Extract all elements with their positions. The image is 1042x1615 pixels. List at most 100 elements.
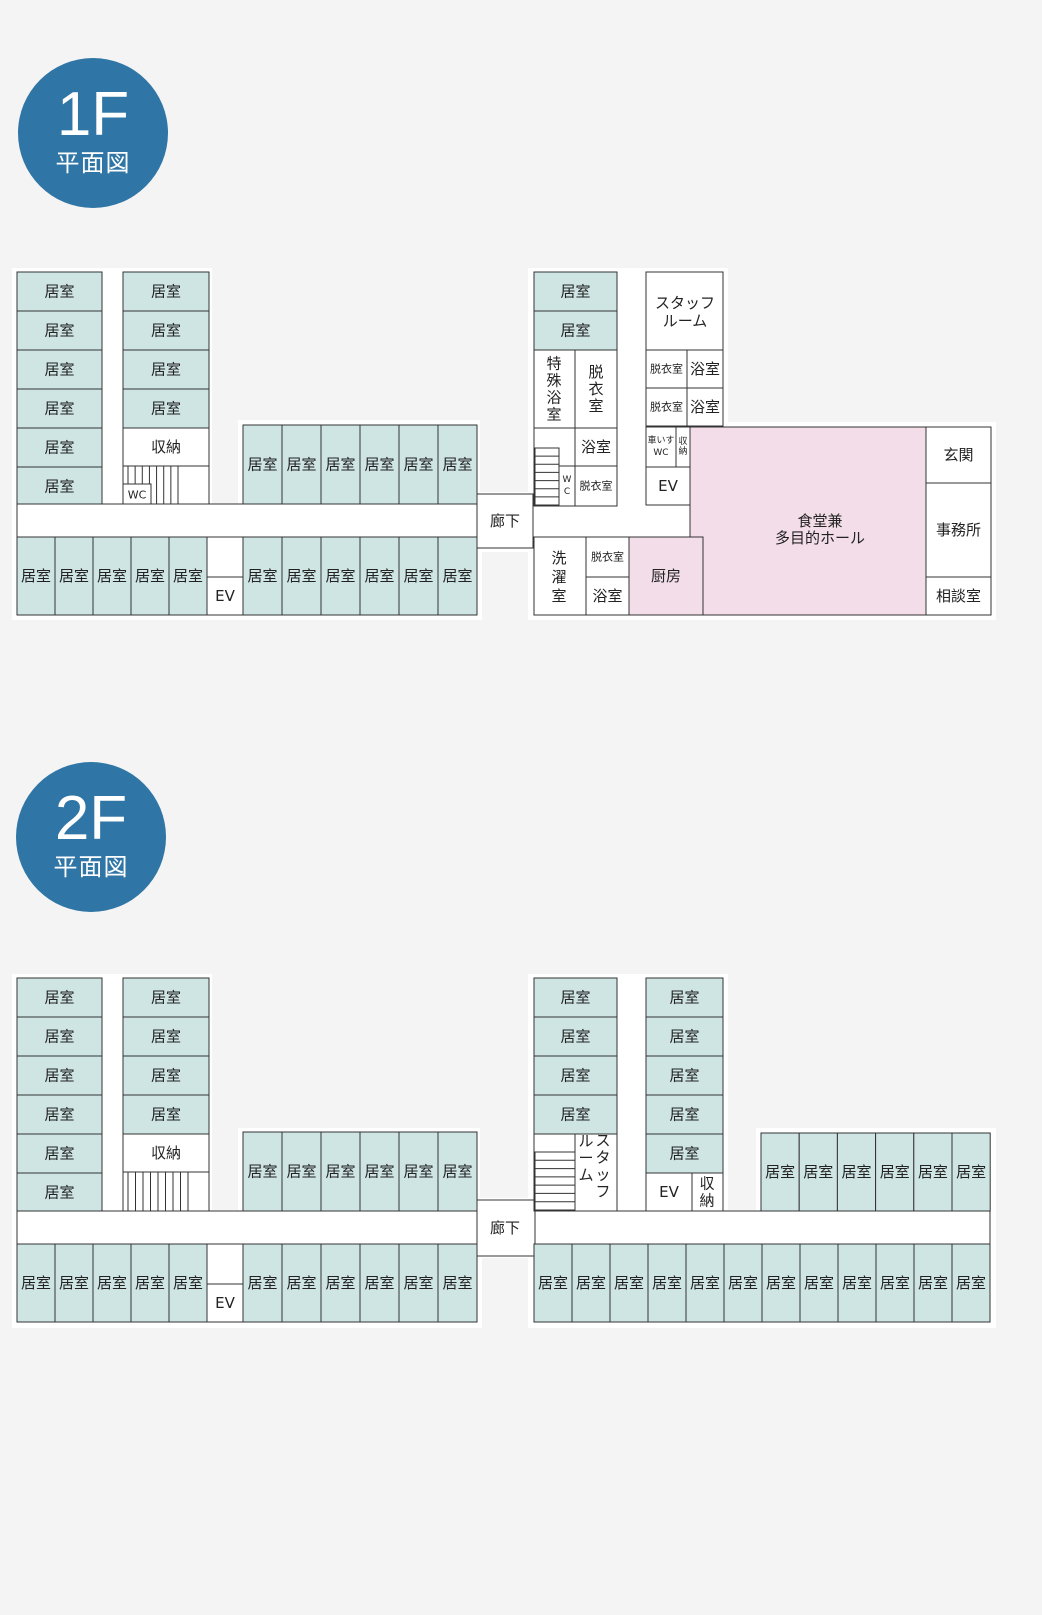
- room-label: 居室: [151, 1106, 181, 1124]
- room-unit: [320, 1243, 361, 1323]
- room-unit: [281, 424, 322, 505]
- room-unit: [533, 1243, 573, 1323]
- wc-room: [558, 465, 576, 507]
- room-label-char: 脱: [588, 363, 603, 381]
- stairs-icon: [534, 447, 560, 506]
- room-label: 居室: [364, 1274, 394, 1292]
- room-label: 居室: [956, 1163, 986, 1181]
- room-label: 居室: [364, 567, 394, 585]
- wheelchair-wc-label: WC: [653, 448, 668, 458]
- room-label-char: 室: [551, 587, 566, 605]
- room-unit: [281, 1131, 322, 1212]
- room-label: 居室: [21, 1274, 51, 1292]
- room-label: 居室: [44, 322, 74, 340]
- staff-room: [645, 271, 724, 351]
- room-unit: [533, 1094, 618, 1135]
- room-unit: [645, 1016, 724, 1057]
- room-label: 居室: [59, 1274, 89, 1292]
- room-unit: [242, 1131, 283, 1212]
- room-unit: [130, 1243, 170, 1323]
- room-label: 居室: [728, 1274, 758, 1292]
- room-label: 居室: [135, 1274, 165, 1292]
- room-label: 居室: [804, 1274, 834, 1292]
- room-label: 居室: [403, 1163, 433, 1181]
- floor-plan-label: 平面図: [55, 149, 131, 177]
- room-label: 居室: [286, 1163, 316, 1181]
- bath-room: [686, 387, 724, 427]
- consultation-room: [925, 576, 992, 616]
- room-label: 居室: [560, 1067, 590, 1085]
- kitchen: [628, 536, 704, 616]
- room-unit: [799, 1243, 839, 1323]
- floor-badge-2f: 2F 平面図: [16, 762, 166, 912]
- corridor-bridge: [476, 1199, 536, 1257]
- room-unit: [571, 1243, 611, 1323]
- room-label-char: タ: [595, 1149, 610, 1167]
- bath-room: [686, 349, 724, 389]
- room-label: 居室: [652, 1274, 682, 1292]
- room-label: EV: [215, 587, 235, 605]
- room-unit: [685, 1243, 725, 1323]
- room-label: 居室: [364, 456, 394, 474]
- room-label: 居室: [173, 567, 203, 585]
- room-label-char: 収: [699, 1175, 714, 1193]
- room-label: 居室: [247, 1163, 277, 1181]
- room-unit: [645, 1133, 724, 1174]
- room-label: 居室: [135, 567, 165, 585]
- room-unit: [837, 1243, 877, 1323]
- corridor: [16, 503, 478, 538]
- room-label: 居室: [918, 1163, 948, 1181]
- room-label: 居室: [880, 1274, 910, 1292]
- staff-room: [574, 1133, 618, 1212]
- room-unit: [437, 1131, 478, 1212]
- room-unit: [242, 1243, 283, 1323]
- room-label: 居室: [442, 567, 472, 585]
- room-unit: [16, 349, 103, 390]
- room-label: 居室: [560, 1106, 590, 1124]
- laundry-room: [533, 536, 587, 616]
- room-label: 居室: [44, 361, 74, 379]
- room-label: 居室: [766, 1274, 796, 1292]
- room-label: 居室: [403, 567, 433, 585]
- room-unit: [875, 1243, 915, 1323]
- dining-hall-label: 食堂兼: [797, 512, 842, 530]
- floor-plan-label: 平面図: [53, 853, 129, 881]
- room-label: 厨房: [651, 567, 681, 585]
- room-label: 居室: [325, 1274, 355, 1292]
- room-unit: [645, 1055, 724, 1096]
- room-label: 脱衣室: [591, 550, 624, 564]
- room-unit: [122, 349, 210, 390]
- room-unit: [281, 536, 322, 616]
- room-unit: [951, 1243, 991, 1323]
- room-label: 居室: [151, 989, 181, 1007]
- room-unit: [533, 271, 618, 312]
- room-label: 居室: [956, 1274, 986, 1292]
- room-label-char: 室: [546, 406, 561, 424]
- room-label: 居室: [44, 989, 74, 1007]
- staff-room-label: スタッフ: [655, 294, 715, 312]
- room-unit: [437, 1243, 478, 1323]
- floor-badge-1f: 1F 平面図: [18, 58, 168, 208]
- room-label: 居室: [669, 1145, 699, 1163]
- room-label: 居室: [44, 1106, 74, 1124]
- room-unit: [130, 536, 170, 616]
- room-label: 居室: [442, 1163, 472, 1181]
- room-label-char: ッ: [595, 1166, 610, 1184]
- room-unit: [951, 1132, 991, 1212]
- room-label: 居室: [765, 1163, 795, 1181]
- room-label: 居室: [173, 1274, 203, 1292]
- wheelchair-wc: [645, 426, 677, 468]
- room-label: 脱衣室: [650, 362, 683, 376]
- room-unit: [647, 1243, 687, 1323]
- room-label: EV: [659, 1183, 679, 1201]
- room-unit: [609, 1243, 649, 1323]
- room-unit: [122, 388, 210, 429]
- room-unit: [320, 424, 361, 505]
- room-label: 居室: [247, 1274, 277, 1292]
- room-unit: [320, 1131, 361, 1212]
- room-unit: [122, 977, 210, 1018]
- storage-room: [691, 1172, 724, 1212]
- elevator: [645, 466, 691, 506]
- room-unit: [16, 977, 103, 1018]
